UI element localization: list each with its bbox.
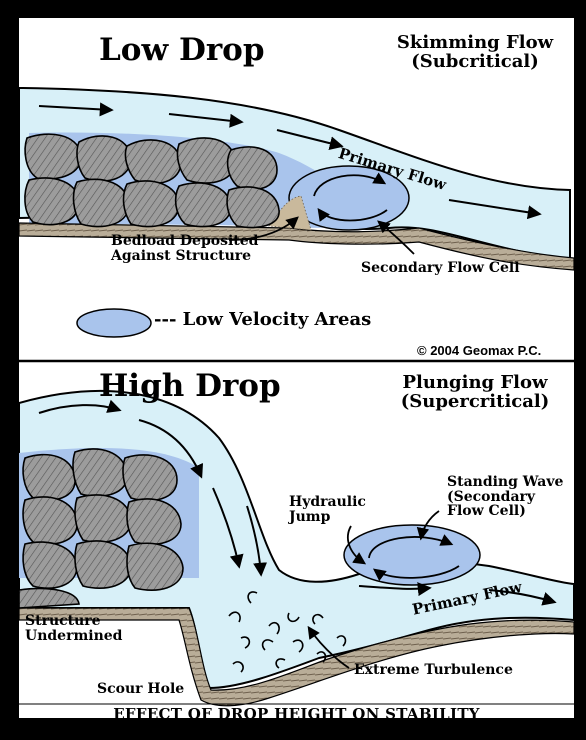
hydraulic-jump-line2: Jump — [289, 510, 366, 525]
bottom-panel-title: High Drop — [99, 370, 281, 403]
structure-undermined-label: Structure Undermined — [25, 614, 122, 643]
hydraulic-jump-line1: Hydraulic — [289, 495, 366, 510]
top-panel — [19, 88, 574, 337]
standing-wave-label: Standing Wave (Secondary Flow Cell) — [447, 475, 563, 519]
copyright: © 2004 Geomax P.C. — [417, 344, 541, 358]
top-flow-type-label: Skimming Flow (Subcritical) — [384, 34, 566, 72]
bottom-flow-type-label: Plunging Flow (Supercritical) — [384, 374, 566, 412]
bottom-standing-wave — [344, 525, 480, 585]
standing-wave-line1: Standing Wave — [447, 475, 563, 490]
figure-caption: EFFECT OF DROP HEIGHT ON STABILITY — [19, 707, 574, 718]
standing-wave-line3: Flow Cell) — [447, 504, 563, 519]
legend-label: --- Low Velocity Areas — [154, 311, 371, 330]
secondary-flow-cell-label: Secondary Flow Cell — [361, 261, 520, 276]
structure-line2: Undermined — [25, 629, 122, 644]
standing-wave-line2: (Secondary — [447, 490, 563, 505]
hydraulic-jump-label: Hydraulic Jump — [289, 495, 366, 524]
top-panel-title: Low Drop — [99, 34, 265, 67]
top-rock-structure — [25, 134, 279, 227]
bottom-rock-structure — [19, 449, 183, 608]
bottom-flow-type-line2: (Supercritical) — [384, 393, 566, 412]
bottom-panel — [19, 391, 574, 706]
structure-line1: Structure — [25, 614, 122, 629]
legend-low-velocity-swatch — [77, 309, 151, 337]
bedload-line2: Against Structure — [111, 249, 258, 264]
bedload-label: Bedload Deposited Against Structure — [111, 234, 258, 263]
extreme-turbulence-label: Extreme Turbulence — [354, 663, 513, 678]
bedload-line1: Bedload Deposited — [111, 234, 258, 249]
top-flow-type-line2: (Subcritical) — [384, 53, 566, 72]
scour-hole-label: Scour Hole — [97, 682, 184, 697]
diagram-frame: Low Drop Skimming Flow (Subcritical) Pri… — [19, 18, 574, 718]
